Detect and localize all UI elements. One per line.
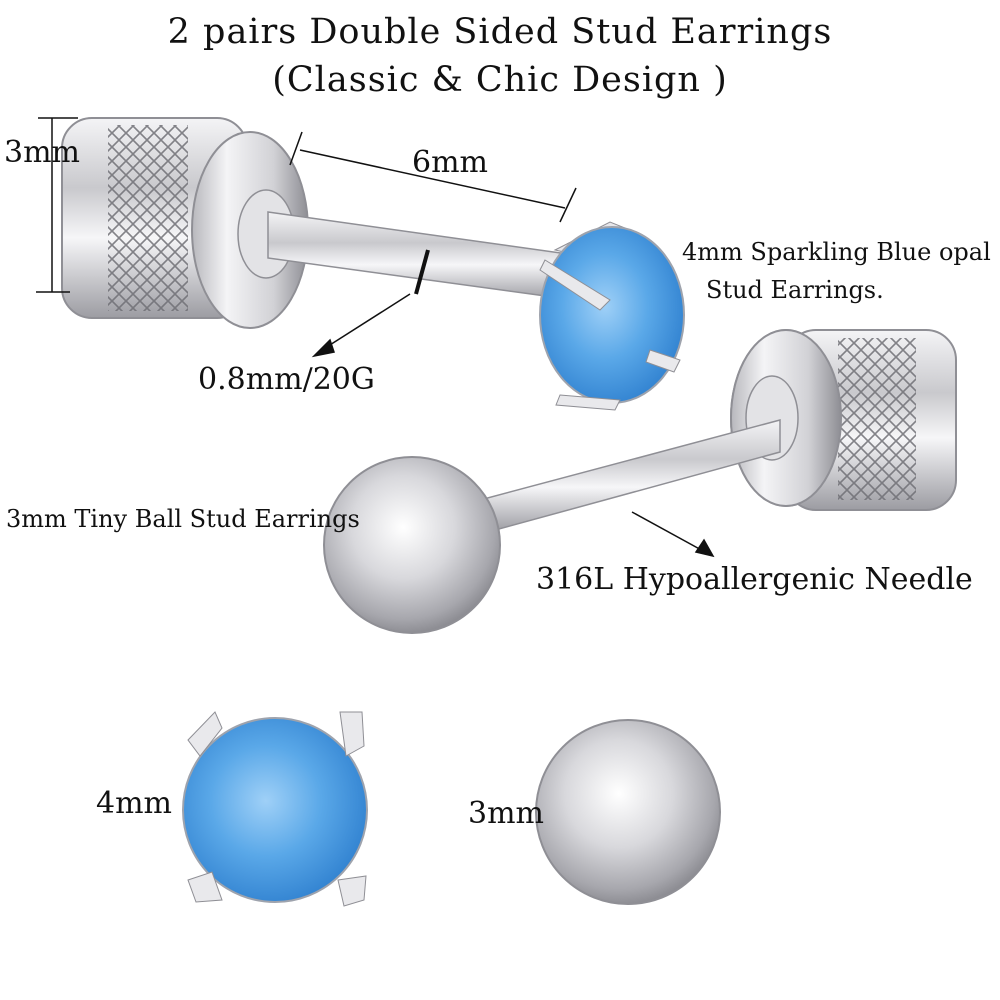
back-height-label: 3mm [4, 135, 80, 170]
opal-stud-top [539, 221, 685, 411]
needle-bar-top [267, 211, 576, 301]
ball-stud [323, 456, 501, 634]
ball-description: 3mm Tiny Ball Stud Earrings [6, 505, 360, 533]
page-title-line1: 2 pairs Double Sided Stud Earrings [167, 12, 833, 52]
opal-size-label: 4mm [96, 786, 172, 821]
ball-front [535, 719, 721, 905]
screw-back-top [61, 117, 309, 329]
pointer-arrows [311, 293, 715, 558]
opal-description-line2: Stud Earrings. [706, 276, 884, 304]
bar-length-label: 6mm [412, 145, 488, 180]
gauge-label: 0.8mm/20G [198, 362, 375, 397]
opal-description-line1: 4mm Sparkling Blue opal [682, 238, 991, 266]
needle-material-label: 316L Hypoallergenic Needle [536, 562, 973, 597]
opal-stone-front [182, 711, 368, 907]
dimension-lines [36, 117, 577, 293]
screw-back-right [730, 329, 957, 511]
page-title-line2: (Classic & Chic Design ) [272, 60, 728, 100]
needle-bar-bottom [479, 419, 781, 533]
ball-size-label: 3mm [468, 796, 544, 831]
